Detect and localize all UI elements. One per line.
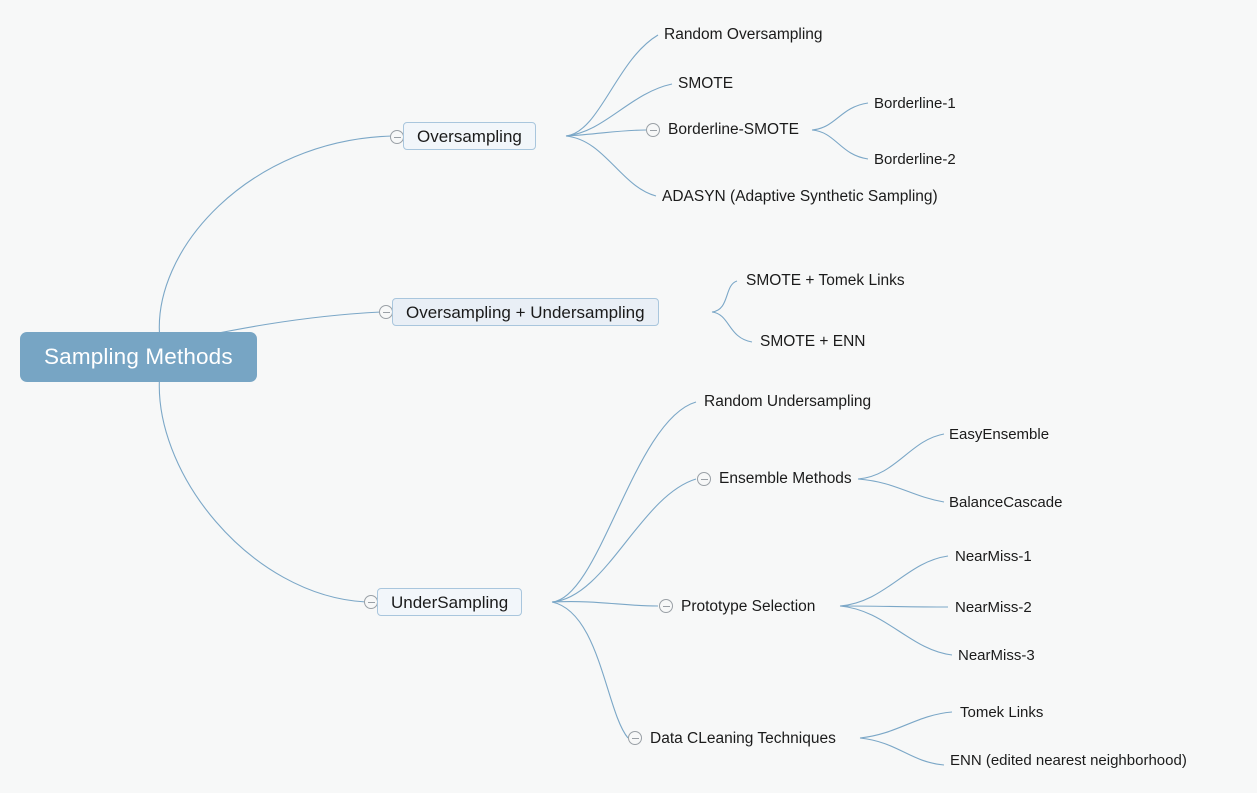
edge-root-to-undersampling: [158, 371, 367, 603]
node-smote-enn[interactable]: SMOTE + ENN: [760, 333, 866, 350]
branch-node-oversampling-undersampling[interactable]: Oversampling + Undersampling: [392, 298, 659, 326]
node-smote-tomek-links[interactable]: SMOTE + Tomek Links: [746, 272, 905, 289]
edge-oversampling-borderline-smote: [565, 129, 647, 137]
edge-prototype-nearmiss2: [839, 605, 949, 608]
node-random-oversampling[interactable]: Random Oversampling: [664, 26, 823, 43]
edge-root-to-oversampling: [158, 135, 393, 341]
node-random-undersampling[interactable]: Random Undersampling: [704, 393, 872, 410]
edge-prototype-nearmiss3: [839, 605, 953, 656]
edge-prototype-nearmiss1: [839, 555, 949, 607]
node-easyensemble[interactable]: EasyEnsemble: [949, 426, 1050, 443]
collapse-toggle-data-cleaning-techniques[interactable]: [628, 731, 642, 745]
collapse-toggle-oversampling-undersampling[interactable]: [379, 305, 393, 319]
node-data-cleaning-techniques[interactable]: Data CLeaning Techniques: [650, 730, 836, 747]
node-nearmiss-2[interactable]: NearMiss-2: [955, 599, 1032, 616]
node-adasyn[interactable]: ADASYN (Adaptive Synthetic Sampling): [662, 188, 938, 205]
node-enn-edited-nearest-neighborhood[interactable]: ENN (edited nearest neighborhood): [950, 752, 1187, 769]
node-borderline-2[interactable]: Borderline-2: [874, 151, 956, 168]
node-borderline-1[interactable]: Borderline-1: [874, 95, 956, 112]
edge-over-under-smote-enn: [711, 311, 753, 343]
collapse-toggle-oversampling[interactable]: [390, 130, 404, 144]
edge-borderline-smote-b2: [811, 129, 869, 160]
node-ensemble-methods[interactable]: Ensemble Methods: [719, 470, 852, 487]
collapse-toggle-prototype-selection[interactable]: [659, 599, 673, 613]
edge-oversampling-adasyn: [565, 135, 657, 197]
node-balancecascade[interactable]: BalanceCascade: [949, 494, 1063, 511]
node-nearmiss-3[interactable]: NearMiss-3: [958, 647, 1035, 664]
node-smote[interactable]: SMOTE: [678, 75, 734, 92]
edge-over-under-smote-tomek: [711, 280, 738, 313]
node-borderline-smote[interactable]: Borderline-SMOTE: [668, 121, 799, 138]
node-prototype-selection[interactable]: Prototype Selection: [681, 598, 816, 615]
edge-borderline-smote-b1: [811, 102, 869, 131]
edge-undersampling-datacleaning: [551, 601, 629, 739]
node-tomek-links[interactable]: Tomek Links: [960, 704, 1044, 721]
edge-ensemble-easyensemble: [857, 433, 945, 480]
node-nearmiss-1[interactable]: NearMiss-1: [955, 548, 1032, 565]
edge-datacleaning-tomek: [859, 711, 953, 739]
edge-datacleaning-enn: [859, 737, 945, 766]
root-node-sampling-methods[interactable]: Sampling Methods: [20, 332, 257, 382]
edge-undersampling-random: [551, 401, 697, 603]
branch-node-undersampling[interactable]: UnderSampling: [377, 588, 523, 616]
edge-undersampling-ensemble: [551, 478, 697, 603]
edge-oversampling-random: [565, 34, 659, 137]
branch-node-oversampling[interactable]: Oversampling: [403, 122, 536, 150]
collapse-toggle-undersampling[interactable]: [364, 595, 378, 609]
edge-ensemble-balancecascade: [857, 478, 945, 503]
collapse-toggle-borderline-smote[interactable]: [646, 123, 660, 137]
collapse-toggle-ensemble-methods[interactable]: [697, 472, 711, 486]
edge-undersampling-prototype: [551, 601, 659, 607]
